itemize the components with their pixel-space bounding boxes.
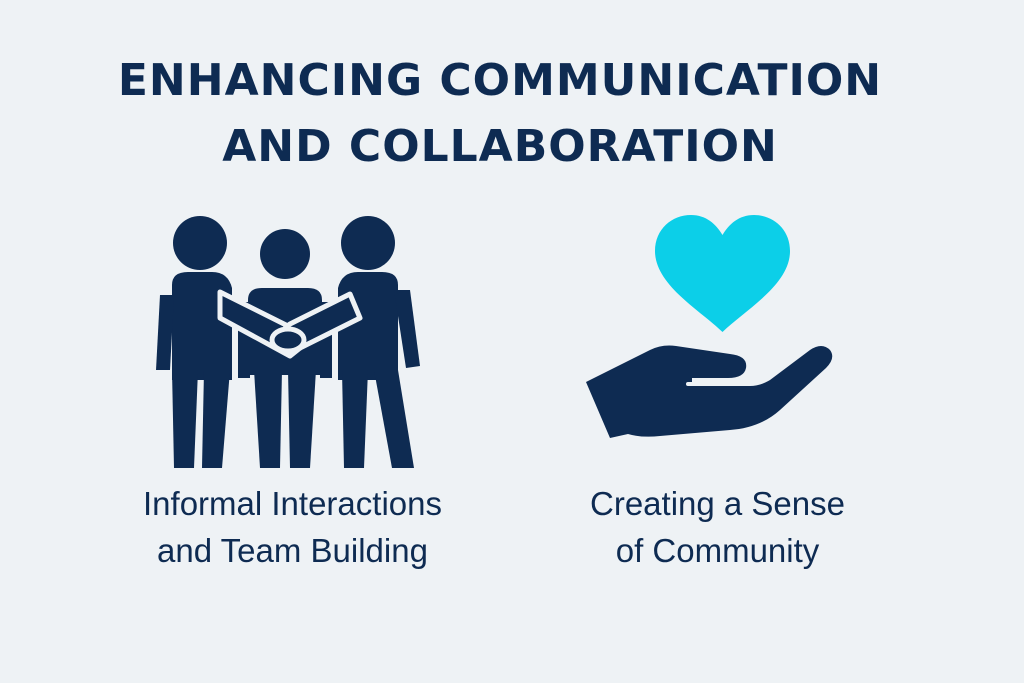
open-hand-icon [586,345,833,438]
page-title: ENHANCING COMMUNICATION AND COLLABORATIO… [0,48,1000,180]
item-caption: Informal Interactions and Team Building [100,480,485,574]
caption-line-1: Informal Interactions [143,485,442,522]
title-line-2: AND COLLABORATION [222,121,778,172]
item-caption: Creating a Sense of Community [525,480,910,574]
heart-icon [655,215,790,332]
caption-line-1: Creating a Sense [590,485,845,522]
title-line-1: ENHANCING COMMUNICATION [117,55,883,106]
team-group-icon [156,216,420,468]
caption-line-2: of Community [615,532,820,569]
caption-line-2: and Team Building [157,532,428,569]
